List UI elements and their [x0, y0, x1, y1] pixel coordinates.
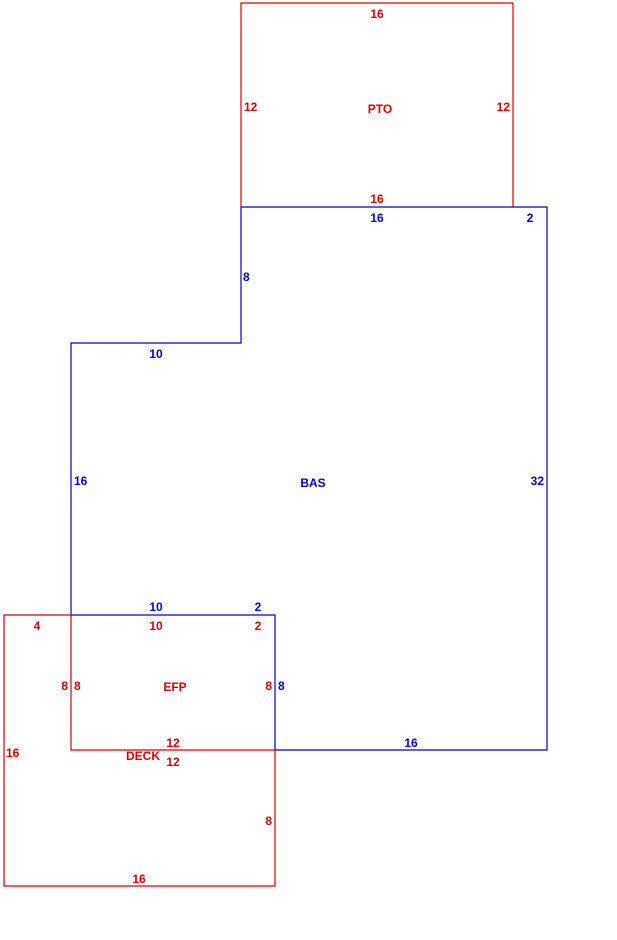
bas-dim-inner: 8 — [278, 679, 285, 693]
deck-outline — [3, 614, 276, 887]
efp-dim-right: 8 — [265, 679, 272, 693]
bas-dim-step: 10 — [149, 347, 163, 361]
deck-dim-upper: 12 — [166, 755, 180, 769]
pto-area — [240, 2, 514, 207]
efp-dim-top: 10 — [149, 619, 163, 633]
pto-label: PTO — [368, 102, 392, 116]
pto-dim-right: 12 — [497, 100, 511, 114]
pto-outline — [240, 2, 514, 207]
bas-dim-lower-step: 10 — [149, 600, 163, 614]
bas-dim-top: 16 — [370, 211, 384, 225]
bas-dim-right: 32 — [531, 474, 545, 488]
efp-dim-bottom: 12 — [166, 736, 180, 750]
bas-label: BAS — [300, 476, 325, 490]
pto-dim-bottom: 16 — [370, 192, 384, 206]
efp-dim-top-right: 2 — [255, 619, 262, 633]
efp-outline — [70, 615, 275, 751]
efp-dim-left: 8 — [74, 679, 81, 693]
deck-dim-right: 8 — [265, 814, 272, 828]
bas-dim-bottom: 16 — [404, 736, 418, 750]
bas-dim-lower-step-right: 2 — [255, 600, 262, 614]
deck-dim-top: 4 — [34, 619, 41, 633]
bas-outline — [70, 206, 548, 751]
bas-dim-top-right: 2 — [527, 211, 534, 225]
deck-dim-left: 16 — [6, 746, 20, 760]
bas-dim-upper-left: 8 — [243, 270, 250, 284]
deck-dim-bottom: 16 — [132, 872, 146, 886]
efp-label: EFP — [163, 680, 186, 694]
deck-area — [3, 614, 276, 887]
deck-dim-inner-left: 8 — [61, 679, 68, 693]
efp-area — [70, 615, 275, 751]
pto-dim-top: 16 — [370, 7, 384, 21]
deck-label: DECK — [126, 749, 160, 763]
bas-area — [70, 206, 548, 751]
pto-dim-left: 12 — [244, 100, 258, 114]
bas-dim-left: 16 — [74, 474, 88, 488]
